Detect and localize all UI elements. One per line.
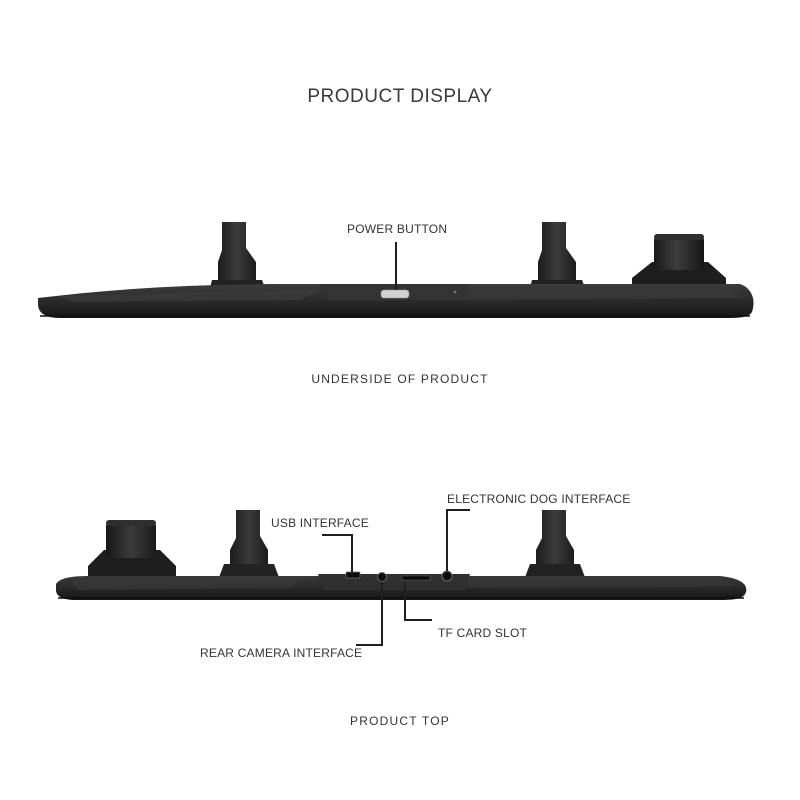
power-button-label: POWER BUTTON bbox=[347, 222, 448, 236]
electronic-dog-port-graphic bbox=[441, 570, 453, 582]
underside-product-illustration bbox=[38, 222, 754, 318]
mirror-body bbox=[38, 284, 754, 318]
power-button-graphic bbox=[380, 289, 410, 299]
electronic-dog-leader bbox=[446, 509, 470, 571]
usb-port-graphic bbox=[345, 571, 361, 579]
microphone-hole bbox=[453, 290, 457, 294]
tf-card-slot-graphic bbox=[401, 575, 431, 581]
usb-interface-leader bbox=[322, 534, 353, 572]
front-camera-lens bbox=[632, 234, 726, 292]
rear-camera-port-graphic bbox=[377, 572, 387, 582]
electronic-dog-interface-label: ELECTRONIC DOG INTERFACE bbox=[447, 492, 631, 506]
usb-interface-label: USB INTERFACE bbox=[271, 516, 369, 530]
underside-caption: UNDERSIDE OF PRODUCT bbox=[311, 372, 489, 386]
top-caption: PRODUCT TOP bbox=[350, 714, 450, 728]
tf-card-slot-leader bbox=[404, 582, 432, 621]
top-product-illustration bbox=[56, 509, 747, 646]
rear-camera-interface-label: REAR CAMERA INTERFACE bbox=[200, 646, 363, 660]
mirror-body bbox=[56, 574, 747, 600]
rear-camera-leader bbox=[356, 582, 383, 646]
front-camera-lens bbox=[88, 520, 176, 580]
tf-card-slot-label: TF CARD SLOT bbox=[438, 626, 528, 640]
page-title: PRODUCT DISPLAY bbox=[307, 86, 493, 107]
right-mounting-clip bbox=[524, 510, 586, 580]
